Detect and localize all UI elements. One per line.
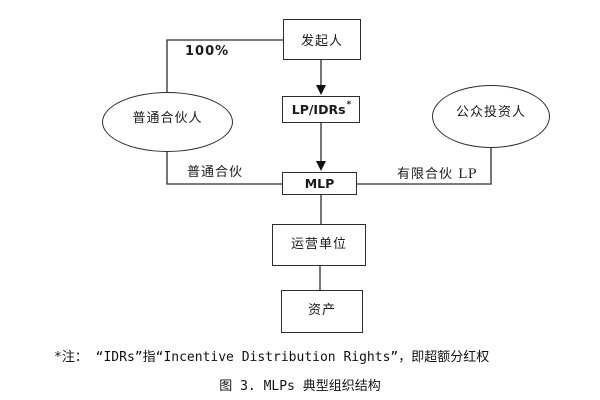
edge-label-limited-partnership: 有限合伙 LP: [397, 167, 478, 182]
node-sponsor-label: 发起人: [300, 34, 343, 49]
figure-caption: 图 3. MLPs 典型组织结构: [219, 379, 381, 394]
footnote-text: *注： “IDRs”指“Incentive Distribution Right…: [54, 350, 490, 365]
node-mlp-label: MLP: [304, 176, 335, 191]
node-public-investors-label: 公众投资人: [455, 105, 526, 120]
node-operating-units-label: 运营单位: [290, 237, 347, 252]
footnote-marker: *: [346, 99, 352, 110]
arrowhead-down-icon: [316, 161, 326, 171]
node-operating-units: 运营单位: [272, 224, 366, 266]
node-lp-idrs-label: LP/IDRs: [291, 102, 346, 117]
edge-gp-to-mlp: [166, 152, 282, 185]
node-sponsor: 发起人: [283, 19, 361, 60]
arrowhead-down-icon: [316, 85, 326, 95]
node-mlp: MLP: [282, 172, 357, 195]
node-general-partner: 普通合伙人: [102, 92, 233, 152]
node-lp-idrs: LP/IDRs*: [282, 96, 360, 123]
edge-label-general-partnership: 普通合伙: [187, 165, 244, 180]
node-general-partner-label: 普通合伙人: [132, 110, 203, 126]
edge-label-100pct: 100%: [185, 44, 230, 59]
edge-public-to-mlp: [357, 148, 492, 185]
node-public-investors: 公众投资人: [432, 85, 550, 148]
node-assets: 资产: [281, 290, 363, 333]
edge-sponsor-to-gp: [166, 39, 283, 92]
node-assets-label: 资产: [307, 303, 336, 318]
